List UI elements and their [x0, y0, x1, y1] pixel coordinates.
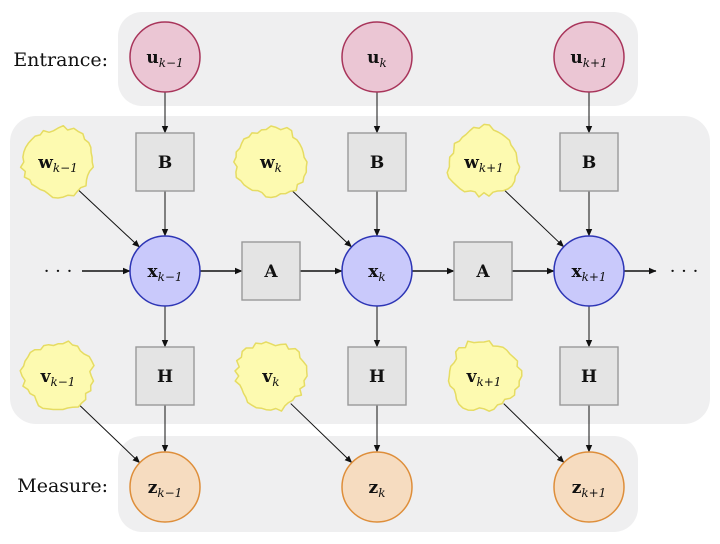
measurement-noise-node-2-label: vk+1 — [466, 367, 502, 389]
state-node-0: xk−1 — [129, 235, 201, 307]
matrix-H-1: H — [347, 346, 407, 406]
measurement-node-2-label: zk+1 — [572, 478, 607, 500]
matrix-H-0: H — [135, 346, 195, 406]
process-noise-node-2-label: wk+1 — [463, 153, 504, 175]
edge-w-to-x-1 — [290, 189, 352, 248]
matrix-H-2-label: H — [581, 367, 597, 387]
ellipsis-left: · · · — [44, 261, 73, 282]
measurement-noise-node-2: vk+1 — [447, 340, 523, 412]
entrance-label: Entrance: — [13, 49, 108, 71]
matrix-H-2: H — [559, 346, 619, 406]
measurement-noise-node-1: vk — [234, 341, 308, 412]
ellipsis-right: · · · — [670, 261, 699, 282]
measurement-node-2: zk+1 — [553, 451, 625, 523]
input-node-0: uk−1 — [129, 21, 201, 93]
matrix-B-1-label: B — [370, 153, 384, 173]
edge-v-to-z-0 — [77, 403, 141, 464]
process-noise-node-2: wk+1 — [446, 123, 521, 198]
edge-w-to-x-0 — [77, 189, 140, 248]
process-noise-node-0: wk−1 — [19, 124, 95, 199]
edge-v-to-z-2 — [503, 403, 565, 463]
matrix-H-1-label: H — [369, 367, 385, 387]
edges — [77, 92, 657, 464]
process-noise-node-1: wk — [233, 125, 308, 199]
measurement-noise-node-0-label: vk−1 — [40, 367, 76, 389]
state-node-2: xk+1 — [553, 235, 625, 307]
matrix-A-0: A — [241, 241, 301, 301]
matrix-A-0-label: A — [263, 262, 278, 282]
measurement-node-0: zk−1 — [129, 451, 201, 523]
process-noise-node-1-label: wk — [259, 153, 282, 175]
measurement-noise-node-0: vk−1 — [19, 340, 95, 411]
input-node-2: uk+1 — [553, 21, 625, 93]
matrix-A-1: A — [453, 241, 513, 301]
measurement-node-0-label: zk−1 — [148, 478, 183, 500]
input-node-2-label: uk+1 — [570, 48, 607, 70]
measurement-node-1-label: zk — [369, 478, 386, 500]
matrix-H-0-label: H — [157, 367, 173, 387]
matrix-B-0: B — [135, 132, 195, 192]
state-node-2-label: xk+1 — [571, 262, 606, 284]
matrix-B-0-label: B — [158, 153, 172, 173]
matrix-B-2: B — [559, 132, 619, 192]
process-noise-node-0-label: wk−1 — [37, 153, 78, 175]
measure-label: Measure: — [17, 475, 108, 497]
state-node-1-label: xk — [368, 262, 385, 284]
edge-w-to-x-2 — [503, 189, 565, 248]
matrix-B-2-label: B — [582, 153, 596, 173]
matrix-A-1-label: A — [475, 262, 490, 282]
edge-v-to-z-1 — [290, 403, 353, 464]
input-node-1-label: uk — [367, 48, 387, 70]
input-node-1: uk — [341, 21, 413, 93]
state-node-0-label: xk−1 — [147, 262, 182, 284]
measurement-noise-node-1-label: vk — [261, 367, 279, 389]
input-node-0-label: uk−1 — [146, 48, 183, 70]
matrix-B-1: B — [347, 132, 407, 192]
measurement-node-1: zk — [341, 451, 413, 523]
state-node-1: xk — [341, 235, 413, 307]
